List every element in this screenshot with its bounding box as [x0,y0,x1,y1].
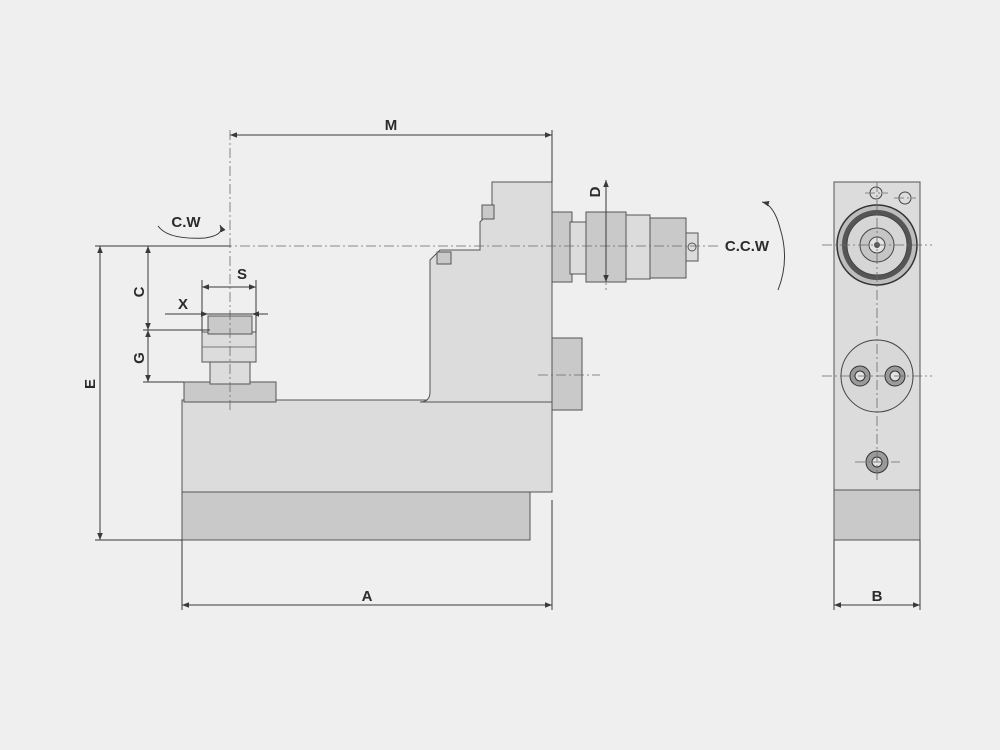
front-view [822,181,932,541]
top-step [436,251,452,265]
holder-tip-hole [687,242,697,252]
dim-label-g: G [131,352,148,364]
dim-label-c: C [131,286,148,297]
dim-label-b: B [872,588,883,605]
dimensions: M A B E C G S X D [82,117,921,610]
dim-label-x: X [178,296,188,313]
cw-arrow-icon [157,224,226,239]
top-step-small [481,204,495,220]
cw-label: C.W [171,214,201,231]
holder-ring-4 [649,217,687,279]
ccw-label: C.C.W [725,238,770,255]
ccw-arrow-icon [761,200,786,291]
dim-label-s: S [237,266,247,283]
holder-flange [551,211,573,283]
dim-label-m: M [385,117,398,134]
front-base [833,489,921,541]
dim-label-d: D [587,186,604,197]
holder-ring-1 [569,221,589,275]
side-view [150,130,720,541]
dim-label-e: E [82,379,99,389]
side-boss [551,337,583,411]
holder-ring-3 [625,214,651,280]
base-plate [181,489,531,541]
holder-tip [685,232,699,262]
main-body [181,399,553,493]
dim-label-a: A [362,588,373,605]
